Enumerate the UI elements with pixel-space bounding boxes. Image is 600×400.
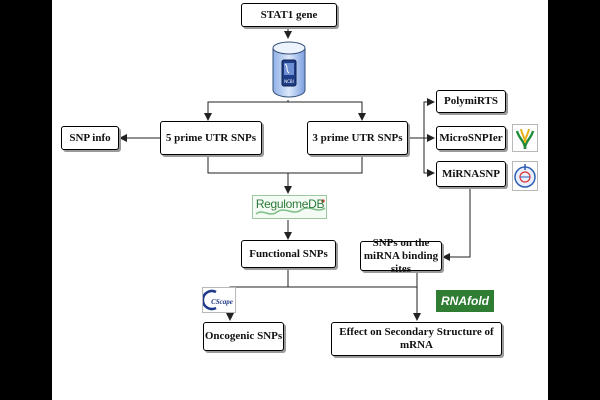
node-mirnasnp: MiRNASNP [436,161,506,187]
microsnpier-logo-icon [512,124,538,152]
node-polymirts: PolymiRTS [436,90,506,113]
connector-lines [119,28,471,321]
regulomedb-logo-label: RegulomeDB [256,197,325,211]
cscape-logo-label: CScape [211,298,233,306]
node-3prime-utr-snps: 3 prime UTR SNPs [307,121,408,155]
edge-functional-secondary [288,286,421,321]
node-secondary-structure: Effect on Secondary Structure of mRNA [331,322,502,356]
diagram-canvas: STAT1 gene SNP info 5 prime UTR SNPs 3 p… [52,0,548,400]
mirnasnp-logo-icon [512,161,538,191]
cscape-logo: CScape [201,287,236,313]
edge-split-3prime [288,101,366,121]
edge-mirnasnp-sites [442,188,471,261]
node-microsnpier: MicroSNPIer [436,126,506,150]
node-mirna-binding-sites: SNPs on the miRNA binding sites [360,237,442,275]
edge-5prime-merge [207,156,363,174]
regulomedb-logo: RegulomeDB [252,195,327,219]
edge-functional-oncogenic [226,268,289,321]
rnafold-logo: RNAfold [436,290,494,312]
edge-branch-mirnasnp [423,138,435,177]
node-oncogenic-snps: Oncogenic SNPs [203,322,284,351]
edge-branch-polymirts [423,98,435,138]
node-snp-info: SNP info [61,126,119,150]
rnafold-logo-label: RNAfold [441,294,489,308]
ncbi-logo-label: NCBI [284,79,294,84]
node-5prime-utr-snps: 5 prime UTR SNPs [160,121,262,155]
edge-ncbi-split [204,100,289,121]
ncbi-database-icon: NCBI [271,40,307,100]
node-functional-snps: Functional SNPs [241,240,336,268]
node-stat1-gene: STAT1 gene [241,3,337,27]
